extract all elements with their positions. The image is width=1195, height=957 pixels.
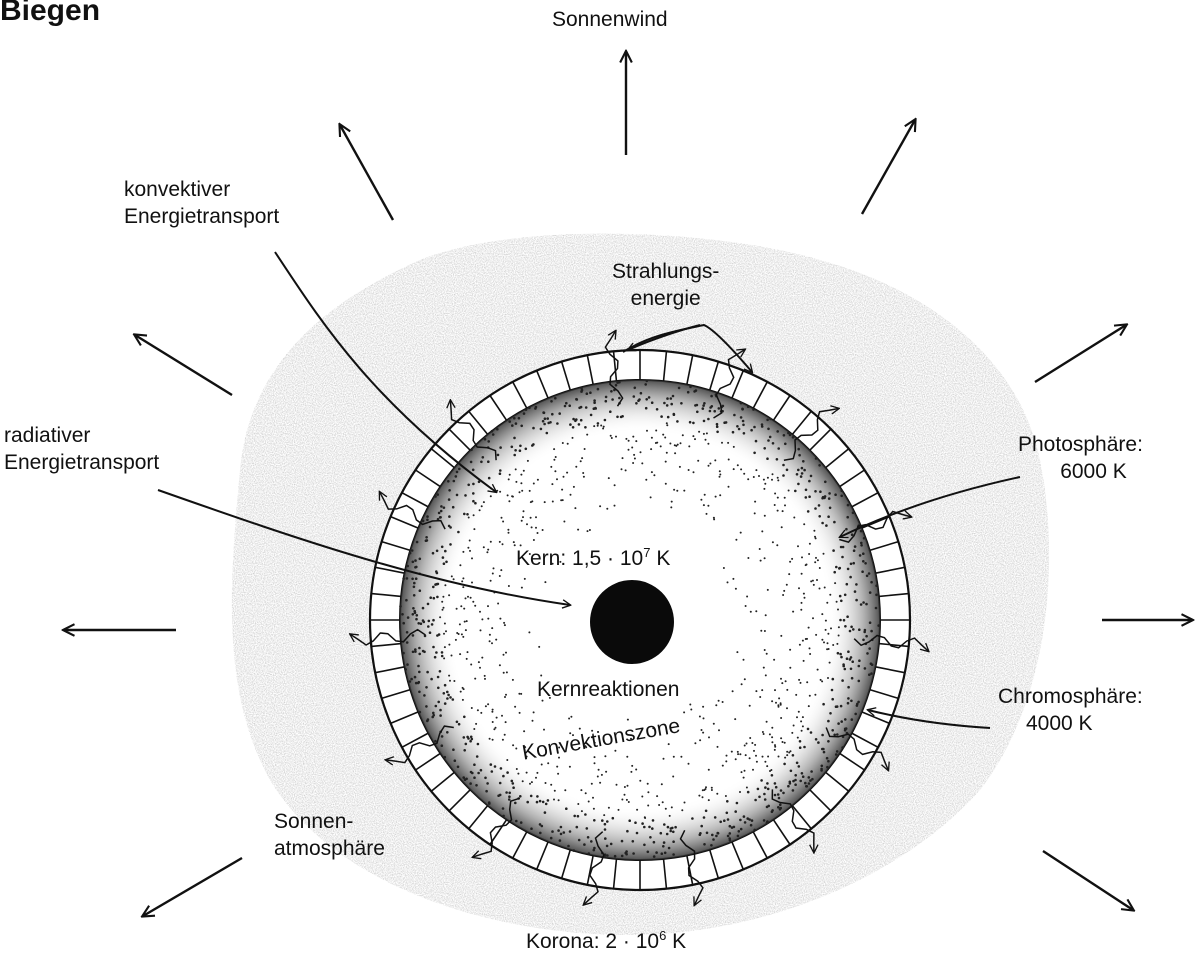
label-kern: Kern: 1,5 · 107 K xyxy=(516,545,670,572)
page-title: Biegen xyxy=(0,0,100,28)
wind-arrow-upper-right xyxy=(862,120,915,214)
label-sonnenatmosphaere: Sonnen-atmosphäre xyxy=(274,808,385,862)
sun-core xyxy=(590,580,674,664)
label-sonnenwind: Sonnenwind xyxy=(552,6,668,33)
wind-arrow-left-high xyxy=(135,335,232,395)
label-korona: Korona: 2 · 106 K xyxy=(526,928,686,955)
label-chromosphaere: Chromosphäre:4000 K xyxy=(998,683,1143,737)
wind-arrow-upper-left xyxy=(340,125,393,220)
wind-arrow-right-high xyxy=(1035,325,1126,382)
label-strahlungsenergie: Strahlungs-energie xyxy=(612,258,719,312)
wind-arrow-lower-left xyxy=(143,858,242,916)
label-kernreaktionen: Kernreaktionen xyxy=(537,676,679,703)
wind-arrow-lower-right xyxy=(1043,851,1133,910)
label-photosphaere: Photosphäre:6000 K xyxy=(1018,431,1143,485)
